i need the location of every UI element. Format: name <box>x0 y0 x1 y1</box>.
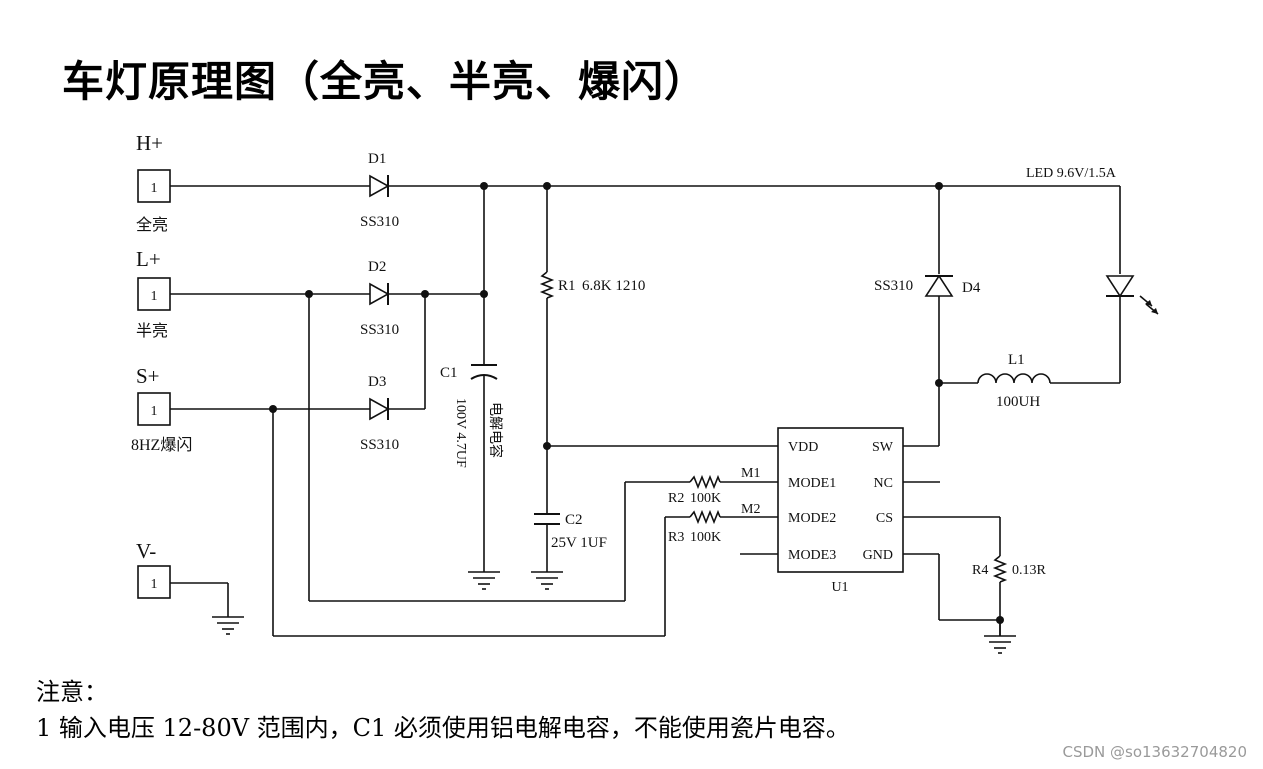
svg-text:L1: L1 <box>1008 352 1025 368</box>
svg-text:D1: D1 <box>368 151 386 167</box>
ground-c1 <box>468 571 500 590</box>
wires <box>170 185 1121 637</box>
svg-text:100V 4.7UF: 100V 4.7UF <box>453 398 468 468</box>
junction-dots <box>269 182 1004 624</box>
notes-line-1: 1 输入电压 12-80V 范围内，C1 必须使用铝电解电容，不能使用瓷片电容。 <box>36 714 850 742</box>
connector-l-plus: 1 L+ 半亮 <box>136 247 171 340</box>
connector-h-plus: 1 H+ 全亮 <box>136 131 171 234</box>
ground-r4 <box>984 620 1016 654</box>
svg-text:LED 9.6V/1.5A: LED 9.6V/1.5A <box>1026 166 1117 181</box>
svg-text:100K: 100K <box>690 491 721 506</box>
diode-d3: D3 SS310 <box>360 374 399 453</box>
svg-text:L+: L+ <box>136 247 161 271</box>
svg-text:D4: D4 <box>962 280 981 296</box>
svg-text:NC: NC <box>874 476 893 491</box>
diode-d2: D2 SS310 <box>360 259 399 338</box>
svg-text:1: 1 <box>151 289 158 304</box>
resistor-r3: R3 100K M2 <box>668 502 760 545</box>
watermark: CSDN @so13632704820 <box>1062 743 1247 761</box>
diode-d1: D1 SS310 <box>360 151 399 230</box>
svg-text:S+: S+ <box>136 364 160 388</box>
svg-text:100K: 100K <box>690 530 721 545</box>
svg-text:MODE3: MODE3 <box>788 548 836 563</box>
svg-text:SS310: SS310 <box>360 214 399 230</box>
svg-text:R4: R4 <box>972 563 988 578</box>
capacitor-c1: C1 100V 4.7UF 电解电容 <box>440 364 504 468</box>
notes-heading: 注意： <box>36 678 108 706</box>
diode-d4: SS310 D4 <box>874 274 981 297</box>
svg-text:全亮: 全亮 <box>136 216 168 234</box>
svg-text:M1: M1 <box>741 466 760 481</box>
svg-text:R1: R1 <box>558 278 576 294</box>
svg-text:VDD: VDD <box>788 440 818 455</box>
svg-text:M2: M2 <box>741 502 760 517</box>
svg-text:R2: R2 <box>668 491 684 506</box>
svg-text:1: 1 <box>151 404 158 419</box>
svg-text:U1: U1 <box>831 580 848 595</box>
svg-text:8HZ爆闪: 8HZ爆闪 <box>131 435 192 454</box>
connector-v-minus: 1 V- <box>136 539 171 599</box>
svg-text:1: 1 <box>151 181 158 196</box>
svg-text:100UH: 100UH <box>996 394 1040 410</box>
led: LED 9.6V/1.5A <box>1026 166 1159 315</box>
svg-text:0.13R: 0.13R <box>1012 563 1047 578</box>
svg-text:SS310: SS310 <box>360 437 399 453</box>
svg-text:R3: R3 <box>668 530 684 545</box>
svg-text:C2: C2 <box>565 512 583 528</box>
resistor-r4: R4 0.13R <box>972 555 1047 583</box>
ic-u1: VDD MODE1 MODE2 MODE3 SW NC CS GND U1 <box>777 427 904 595</box>
svg-text:D3: D3 <box>368 374 386 390</box>
inductor-l1: L1 100UH <box>977 352 1051 410</box>
svg-text:1: 1 <box>151 577 158 592</box>
resistor-r1: R1 6.8K 1210 <box>539 271 645 299</box>
svg-text:GND: GND <box>863 548 893 563</box>
svg-text:H+: H+ <box>136 131 163 155</box>
svg-text:D2: D2 <box>368 259 386 275</box>
svg-text:CS: CS <box>876 511 893 526</box>
svg-text:SW: SW <box>872 440 894 455</box>
svg-text:SS310: SS310 <box>874 278 913 294</box>
ground-symbols <box>212 571 1016 654</box>
resistor-r2: R2 100K M1 <box>668 466 760 506</box>
ground-c2 <box>531 571 563 590</box>
page-title: 车灯原理图（全亮、半亮、爆闪） <box>62 57 708 106</box>
svg-text:6.8K 1210: 6.8K 1210 <box>582 278 645 294</box>
svg-text:SS310: SS310 <box>360 322 399 338</box>
svg-text:电解电容: 电解电容 <box>487 402 504 458</box>
svg-text:MODE2: MODE2 <box>788 511 836 526</box>
svg-text:V-: V- <box>136 539 156 563</box>
ground-v-minus <box>212 616 244 635</box>
svg-text:MODE1: MODE1 <box>788 476 836 491</box>
svg-text:25V 1UF: 25V 1UF <box>551 535 607 551</box>
capacitor-c2: C2 25V 1UF <box>534 512 607 551</box>
svg-text:半亮: 半亮 <box>136 322 168 340</box>
svg-text:C1: C1 <box>440 365 458 381</box>
